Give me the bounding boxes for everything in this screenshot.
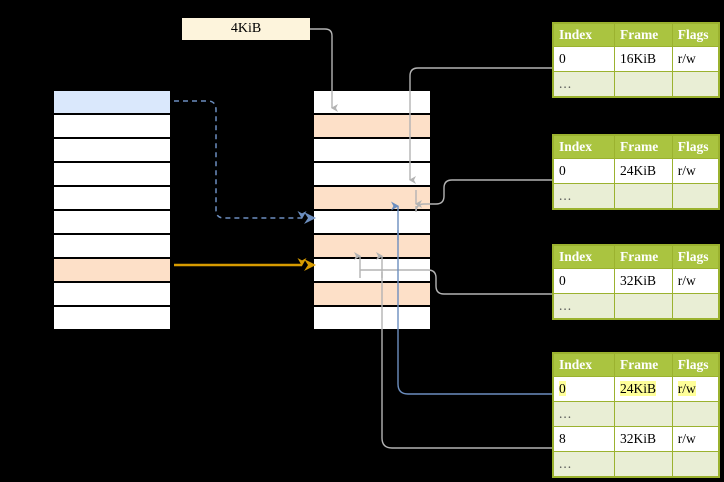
left-row-9 xyxy=(53,306,171,330)
cell-frame: 32KiB xyxy=(614,268,673,294)
left-row-4 xyxy=(53,186,171,210)
middle-row-2 xyxy=(313,138,431,162)
middle-row-1 xyxy=(313,114,431,138)
cell-frame xyxy=(614,183,673,209)
table-row[interactable]: ... xyxy=(552,71,720,97)
cell-flags: r/w xyxy=(671,46,720,72)
middle-row-5 xyxy=(313,210,431,234)
page-table-1: Index Frame Flags 0 16KiB r/w ... xyxy=(552,22,720,98)
cell-index: ... xyxy=(552,293,616,319)
middle-row-7 xyxy=(313,258,431,282)
middle-memory-column xyxy=(312,89,432,330)
connector-table2-to-middle-seg xyxy=(415,179,552,213)
cell-frame: 32KiB xyxy=(614,426,673,452)
table-row[interactable]: ... xyxy=(552,293,720,319)
cell-index: ... xyxy=(552,451,616,477)
cell-flags: r/w xyxy=(671,376,720,402)
connector-left-row0-dashed xyxy=(174,100,307,219)
table-row[interactable]: 0 16KiB r/w xyxy=(552,46,720,72)
cell-frame xyxy=(614,451,673,477)
left-row-7 xyxy=(53,258,171,282)
left-row-0 xyxy=(53,90,171,114)
left-row-6 xyxy=(53,234,171,258)
cell-index: 0 xyxy=(552,158,616,184)
middle-row-3 xyxy=(313,162,431,186)
table-header-row: Index Frame Flags xyxy=(552,353,720,377)
header-frame: Frame xyxy=(614,353,673,377)
cell-frame-value: 24KiB xyxy=(620,381,657,396)
page-table-4: Index Frame Flags 0 24KiB r/w ... 8 xyxy=(552,352,720,478)
table-row[interactable]: ... xyxy=(552,401,720,427)
table-row[interactable]: ... xyxy=(552,183,720,209)
cell-index: ... xyxy=(552,401,616,427)
table-row[interactable]: 0 24KiB r/w xyxy=(552,158,720,184)
left-memory-column xyxy=(52,89,172,330)
cell-frame xyxy=(614,71,673,97)
header-flags: Flags xyxy=(671,135,720,159)
size-label-text: 4KiB xyxy=(230,21,262,36)
left-row-5 xyxy=(53,210,171,234)
header-flags: Flags xyxy=(671,23,720,47)
table-header-row: Index Frame Flags xyxy=(552,245,720,269)
cell-index: ... xyxy=(552,71,616,97)
cell-frame: 16KiB xyxy=(614,46,673,72)
header-index: Index xyxy=(552,245,616,269)
cell-flags: r/w xyxy=(671,426,720,452)
left-row-2 xyxy=(53,138,171,162)
page-table-2: Index Frame Flags 0 24KiB r/w ... xyxy=(552,134,720,210)
cell-flags xyxy=(671,451,720,477)
middle-row-8 xyxy=(313,282,431,306)
middle-row-9 xyxy=(313,306,431,330)
cell-flags: r/w xyxy=(671,158,720,184)
middle-row-6 xyxy=(313,234,431,258)
middle-row-0 xyxy=(313,90,431,114)
table-row[interactable]: ... xyxy=(552,451,720,477)
header-flags: Flags xyxy=(671,245,720,269)
header-frame: Frame xyxy=(614,135,673,159)
cell-frame: 24KiB xyxy=(614,376,673,402)
header-frame: Frame xyxy=(614,245,673,269)
cell-flags-value: r/w xyxy=(677,381,696,396)
header-index: Index xyxy=(552,353,616,377)
table-row[interactable]: 0 32KiB r/w xyxy=(552,268,720,294)
cell-flags xyxy=(671,183,720,209)
cell-frame xyxy=(614,293,673,319)
table-header-row: Index Frame Flags xyxy=(552,23,720,47)
cell-index-value: 0 xyxy=(559,381,566,396)
cell-flags xyxy=(671,401,720,427)
header-flags: Flags xyxy=(671,353,720,377)
cell-index: 0 xyxy=(552,376,616,402)
table-row[interactable]: 0 24KiB r/w xyxy=(552,376,720,402)
header-index: Index xyxy=(552,23,616,47)
cell-frame: 24KiB xyxy=(614,158,673,184)
cell-index: ... xyxy=(552,183,616,209)
cell-index: 8 xyxy=(552,426,616,452)
table-row[interactable]: 8 32KiB r/w xyxy=(552,426,720,452)
header-index: Index xyxy=(552,135,616,159)
left-row-3 xyxy=(53,162,171,186)
cell-flags: r/w xyxy=(671,268,720,294)
left-row-1 xyxy=(53,114,171,138)
table-header-row: Index Frame Flags xyxy=(552,135,720,159)
left-row-8 xyxy=(53,282,171,306)
cell-index: 0 xyxy=(552,268,616,294)
page-table-3: Index Frame Flags 0 32KiB r/w ... xyxy=(552,244,720,320)
middle-row-4 xyxy=(313,186,431,210)
cell-frame xyxy=(614,401,673,427)
cell-index: 0 xyxy=(552,46,616,72)
cell-flags xyxy=(671,293,720,319)
size-label-4kib: 4KiB xyxy=(182,18,310,40)
cell-flags xyxy=(671,71,720,97)
header-frame: Frame xyxy=(614,23,673,47)
